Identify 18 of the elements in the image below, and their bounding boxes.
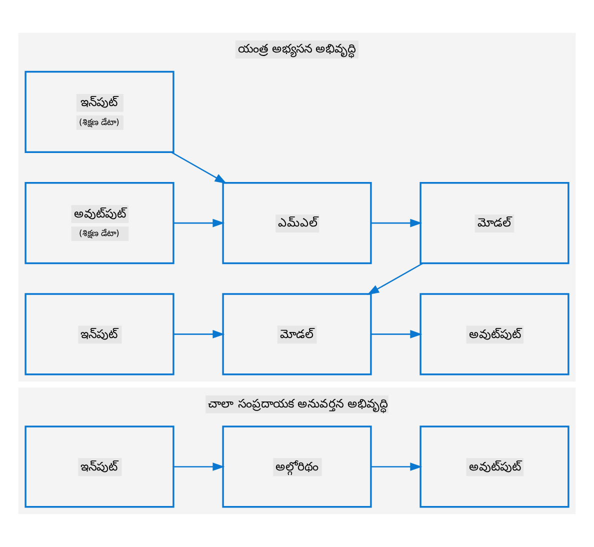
node-box: అవుట్‌పుట్ — [420, 293, 570, 376]
node-box: మోడల్ — [222, 293, 372, 376]
node-box: ఇన్‌పుట్ — [24, 293, 174, 376]
arrow — [371, 218, 422, 228]
arrow — [171, 152, 227, 184]
node-box: ఎమ్‌ఎల్ — [222, 182, 372, 264]
arrow — [174, 330, 225, 338]
arrow — [367, 262, 423, 295]
node-box: అవుట్‌పుట్ (శిక్షణ డేటా) — [24, 182, 174, 264]
arrow — [371, 462, 422, 471]
node-box: మోడల్ — [420, 182, 570, 264]
node-box: అవుట్‌పుట్ — [420, 426, 570, 508]
arrow — [174, 218, 225, 228]
node-box: ఇన్‌పుట్ — [24, 426, 174, 508]
arrow — [371, 330, 422, 338]
node-box: అల్గోరిథం — [222, 426, 372, 508]
node-box: ఇన్‌పుట్ (శిక్షణ డేటా) — [24, 70, 174, 153]
arrow — [174, 462, 225, 471]
